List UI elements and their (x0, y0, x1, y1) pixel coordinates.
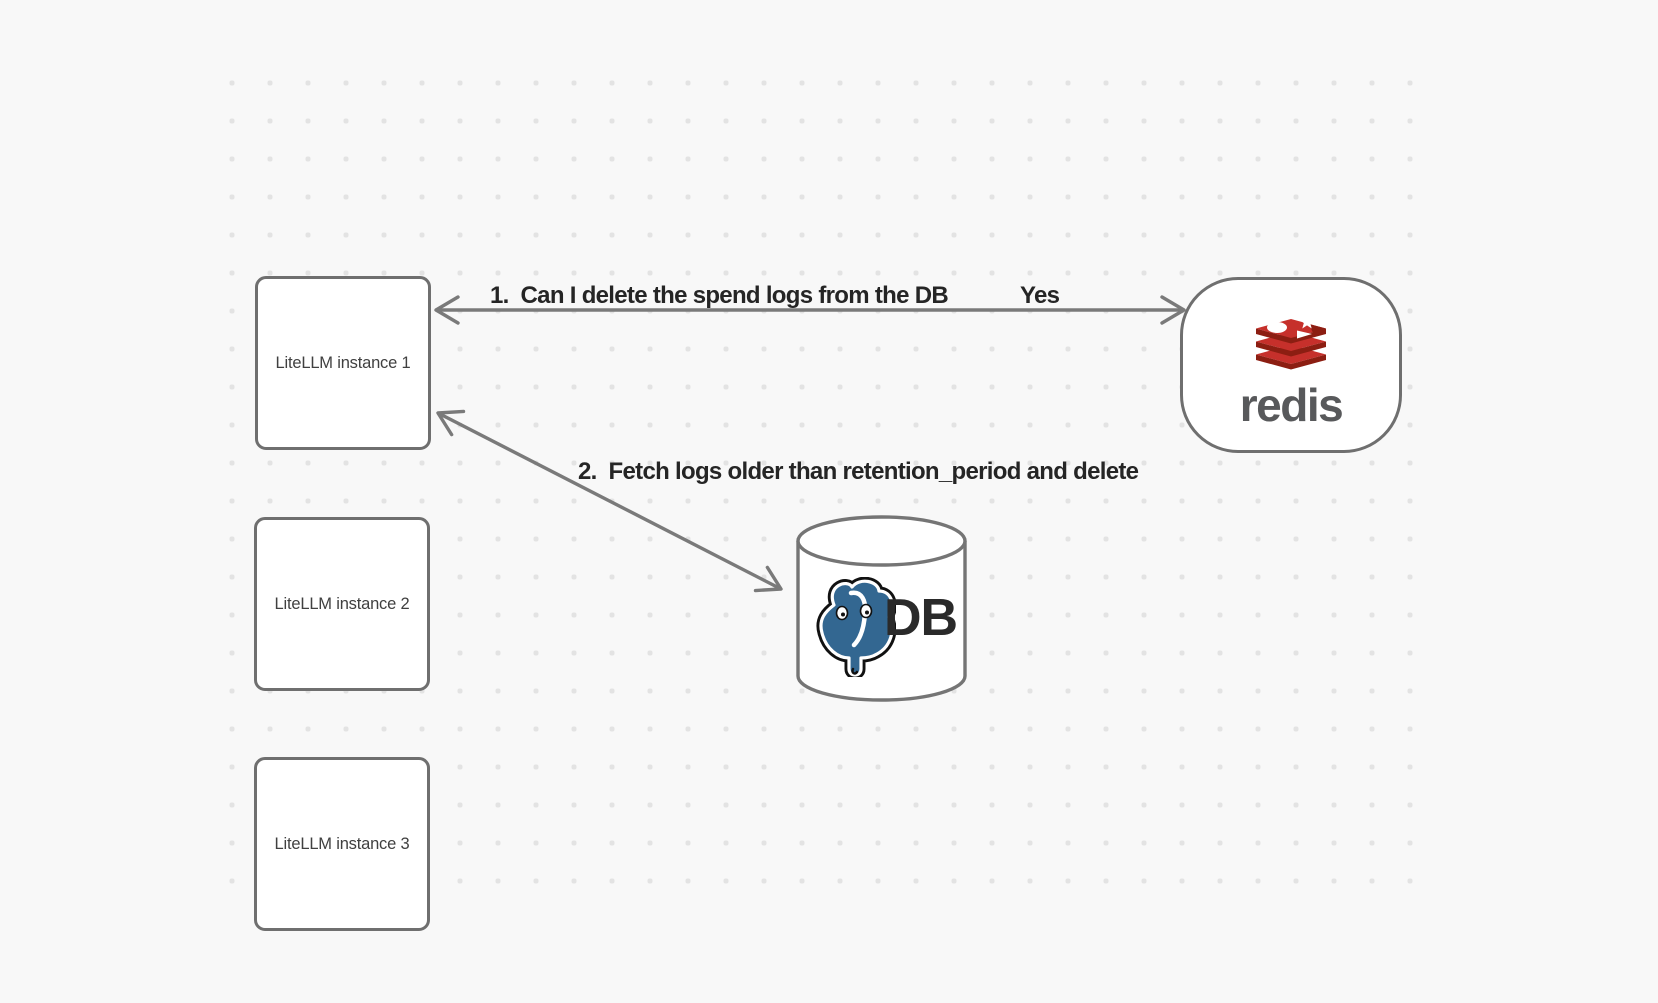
redis-wordmark: redis (1239, 379, 1344, 431)
node-litellm-instance-2-label: LiteLLM instance 2 (274, 594, 410, 613)
postgresql-elephant-icon (816, 577, 896, 677)
edge-label-delete-spend-logs[interactable]: 1. Can I delete the spend logs from the … (490, 282, 949, 309)
redis-logo-icon (1256, 314, 1326, 370)
arrow-instance1-db[interactable] (436, 409, 783, 593)
node-litellm-instance-2[interactable]: LiteLLM instance 2 (254, 517, 430, 691)
edge-label-fetch-logs[interactable]: 2. Fetch logs older than retention_perio… (578, 458, 1139, 485)
db-label: DB (884, 589, 958, 647)
node-litellm-instance-3[interactable]: LiteLLM instance 3 (254, 757, 430, 931)
node-redis[interactable]: redis (1180, 277, 1402, 453)
edge-label-yes[interactable]: Yes (1020, 282, 1060, 309)
node-litellm-instance-3-label: LiteLLM instance 3 (274, 834, 410, 853)
node-litellm-instance-1-label: LiteLLM instance 1 (275, 353, 411, 372)
node-litellm-instance-1[interactable]: LiteLLM instance 1 (255, 276, 431, 450)
